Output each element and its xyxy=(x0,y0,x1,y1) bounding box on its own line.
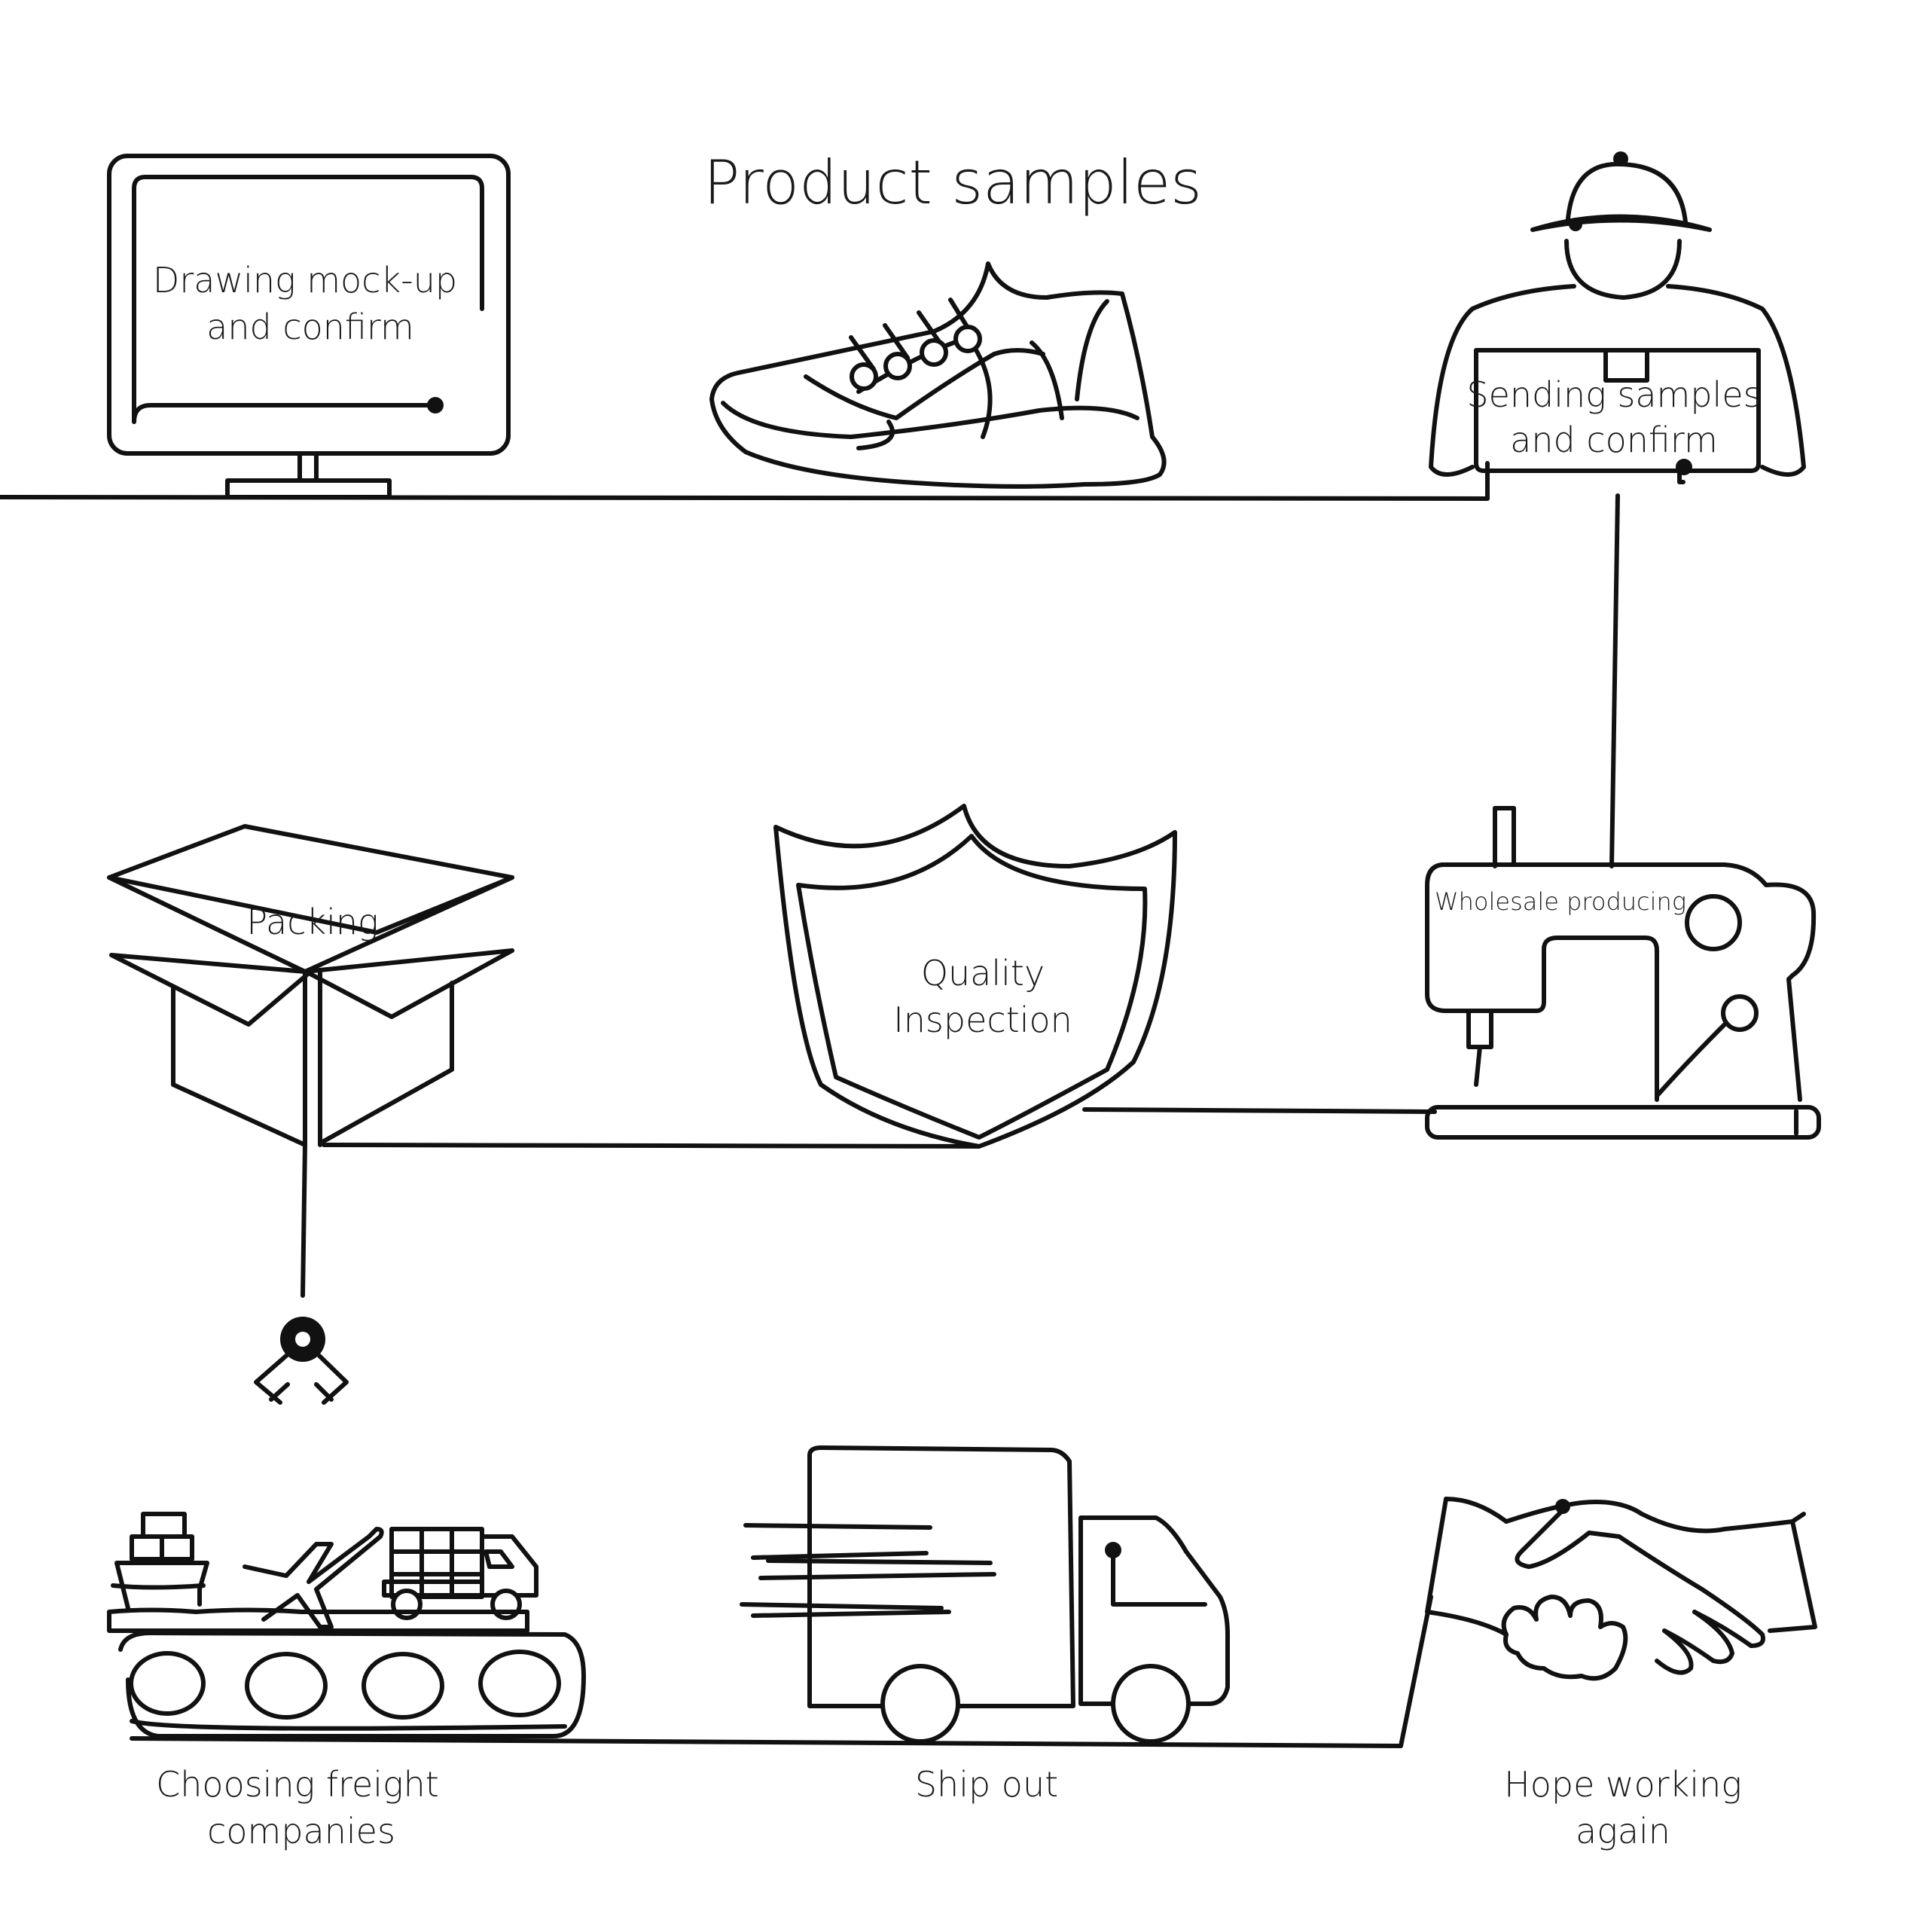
step-sending-line2: and confirm xyxy=(1510,420,1718,460)
shoe-icon xyxy=(709,261,1167,489)
step-hope-line1: Hope working xyxy=(1504,1764,1742,1805)
truck-icon xyxy=(740,1445,1230,1744)
step-sending-line1: Sending samples xyxy=(1466,374,1761,415)
handshake-icon xyxy=(1425,1497,1817,1681)
box-icon xyxy=(107,824,514,1147)
step-drawing-line1: Drawing mock-up xyxy=(153,260,457,301)
monitor-icon xyxy=(107,154,511,499)
shield-icon xyxy=(773,804,1177,1149)
step-shipout-label: Ship out xyxy=(915,1764,1058,1805)
step-freight-line1: Choosing freight xyxy=(156,1764,439,1805)
step-hope-line2: again xyxy=(1576,1811,1670,1851)
step-freight-line2: companies xyxy=(207,1811,395,1851)
flow-line xyxy=(0,461,1620,1748)
diagram-title: Product samples xyxy=(703,148,1202,218)
courier-icon xyxy=(1429,151,1806,484)
claw-icon xyxy=(254,1317,349,1405)
freight-icon xyxy=(107,1512,586,1738)
sewing-machine-icon xyxy=(1425,806,1821,1140)
step-quality-line1: Quality xyxy=(921,953,1045,993)
step-packing-label: Packing xyxy=(246,902,378,942)
step-quality-line2: Inspection xyxy=(893,1000,1072,1040)
step-wholesale-label: Wholesale producing xyxy=(1435,887,1686,916)
step-drawing-line2: and confirm xyxy=(206,307,414,347)
